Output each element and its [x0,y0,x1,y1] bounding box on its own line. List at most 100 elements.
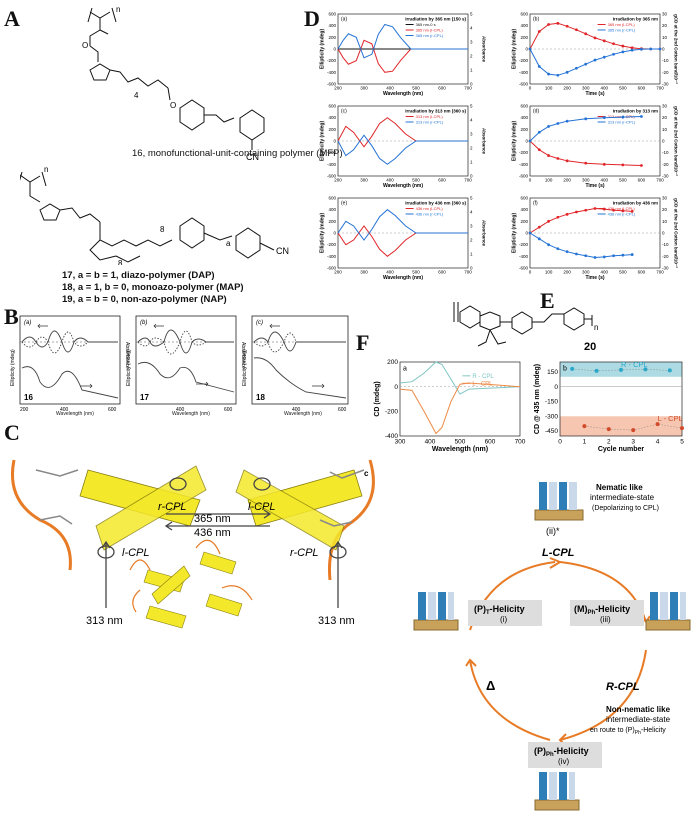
series-line [529,207,633,234]
state-i-num: (i) [500,615,507,624]
structure-a-svg: n O 4 O CN n 8 8 a CN [20,5,289,265]
y-tick-label: -400 [327,254,337,259]
y-tick-label: 200 [328,127,336,132]
chart-title: Irradiation by 365 nm (150 s) [405,17,466,22]
x-tick-label: 700 [464,270,472,275]
x-tick-label: 100 [545,270,553,275]
series-line [337,134,468,165]
y-tick-label: 150 [547,369,558,376]
series-line [529,22,660,50]
chart-sub-label: (f) [533,201,538,207]
chart-sub-label: a [403,366,407,373]
legend-label: 365 nm (r-CPL) [608,28,636,33]
structure-20-label: 20 [584,341,596,352]
data-point [680,426,684,431]
data-point [630,46,634,50]
data-point [556,157,560,160]
x-tick-label: 600 [638,86,646,91]
panel-letter-a: A [4,6,20,31]
y2-tick-label: 30 [662,196,668,201]
data-point [565,250,569,254]
y2-tick-label: 30 [662,12,668,17]
y2-tick-label: 10 [662,219,668,224]
data-point [565,119,569,123]
panel-letter-e: E [540,288,555,313]
data-point [602,39,606,43]
c-lcpl: l-CPL [248,501,276,513]
x-tick-label: 400 [425,439,436,446]
series-line [337,209,468,241]
y-axis-label: Ellipticity (mdeg) [320,121,326,162]
data-point [606,427,611,432]
y2-tick-label: 0 [470,266,473,271]
b-xlabel-a: Wavelength (nm) [56,411,94,417]
data-point [602,162,606,166]
x-tick-label: 0 [529,270,532,275]
structure-19-caption: 19, a = b = 0, non-azo-polymer (NAP) [62,294,227,305]
y2-axis-label: Absorbance [481,36,486,63]
data-point [528,139,532,143]
b-xtick-b3: 600 [224,407,233,412]
b-xtick-c2: 400 [292,407,301,412]
y2-tick-label: 30 [662,104,668,109]
y-axis-label: Ellipticity (mdeg) [512,121,518,162]
data-point [655,422,660,427]
x-tick-label: 700 [656,270,664,275]
data-point [593,207,597,210]
data-point [575,66,578,70]
state-iii-label: (M)Ph-Helicity [574,604,630,616]
y-axis-label: Ellipticity (mdeg) [512,29,518,70]
x-tick-label: 700 [656,86,664,91]
x-tick-label: 0 [558,439,562,446]
y-tick-label: 200 [328,219,336,224]
data-point [556,247,560,251]
c-rcpl: r-CPL [158,501,187,513]
data-point [547,243,550,247]
data-point [584,208,588,212]
y2-tick-label: 3 [470,40,473,45]
y-tick-label: 0 [333,47,336,52]
data-point [612,208,615,212]
y2-tick-label: 2 [470,238,473,243]
cycle-top-sub1: intermediate-state [590,493,655,502]
data-point [584,62,588,66]
x-tick-label: 100 [545,86,553,91]
plot-frame [399,361,521,437]
cycle-top-title: Nematic like [596,483,643,492]
series-label-l: L - CPL [658,414,683,423]
legend-label: 436 nm (r-CPL) [416,212,444,217]
y2-tick-label: 10 [662,127,668,132]
y2-tick-label: 3 [470,224,473,229]
b-ylabel-b: Ellipticity (mdeg) [126,349,132,386]
data-point [602,116,606,120]
b-xlabel-c: Wavelength (nm) [284,411,322,417]
data-point [593,58,597,62]
y-tick-label: -200 [327,58,337,63]
y2-tick-label: 10 [662,35,668,40]
structure-18-caption: 18, a = 1, b = 0, monoazo-polymer (MAP) [62,282,244,293]
y-tick-label: -400 [385,433,398,440]
data-point [612,254,615,258]
chart-sub-label: (b) [533,17,539,23]
data-point [593,256,597,259]
y2-tick-label: 2 [470,146,473,151]
y-tick-label: 0 [525,47,528,52]
y2-tick-label: 5 [470,196,473,201]
legend-label: 436 nm (r-CPL) [608,212,636,217]
x-tick-label: 400 [386,270,394,275]
series-line [337,117,468,148]
cycle-ii: (ii)* [546,526,560,536]
data-point [547,125,550,128]
y-tick-label: -400 [519,254,529,259]
x-tick-label: 500 [455,439,466,446]
x-tick-label: 0 [529,178,532,183]
panel-letter-d: D [304,6,320,31]
c-313-b: 313 nm [318,615,355,627]
data-point [621,253,625,257]
y-tick-label: -200 [385,409,398,416]
chart-title: Irradiation by 313 nm [613,109,658,114]
y-tick-label: -300 [545,413,558,420]
b-num-17: 17 [140,393,149,402]
